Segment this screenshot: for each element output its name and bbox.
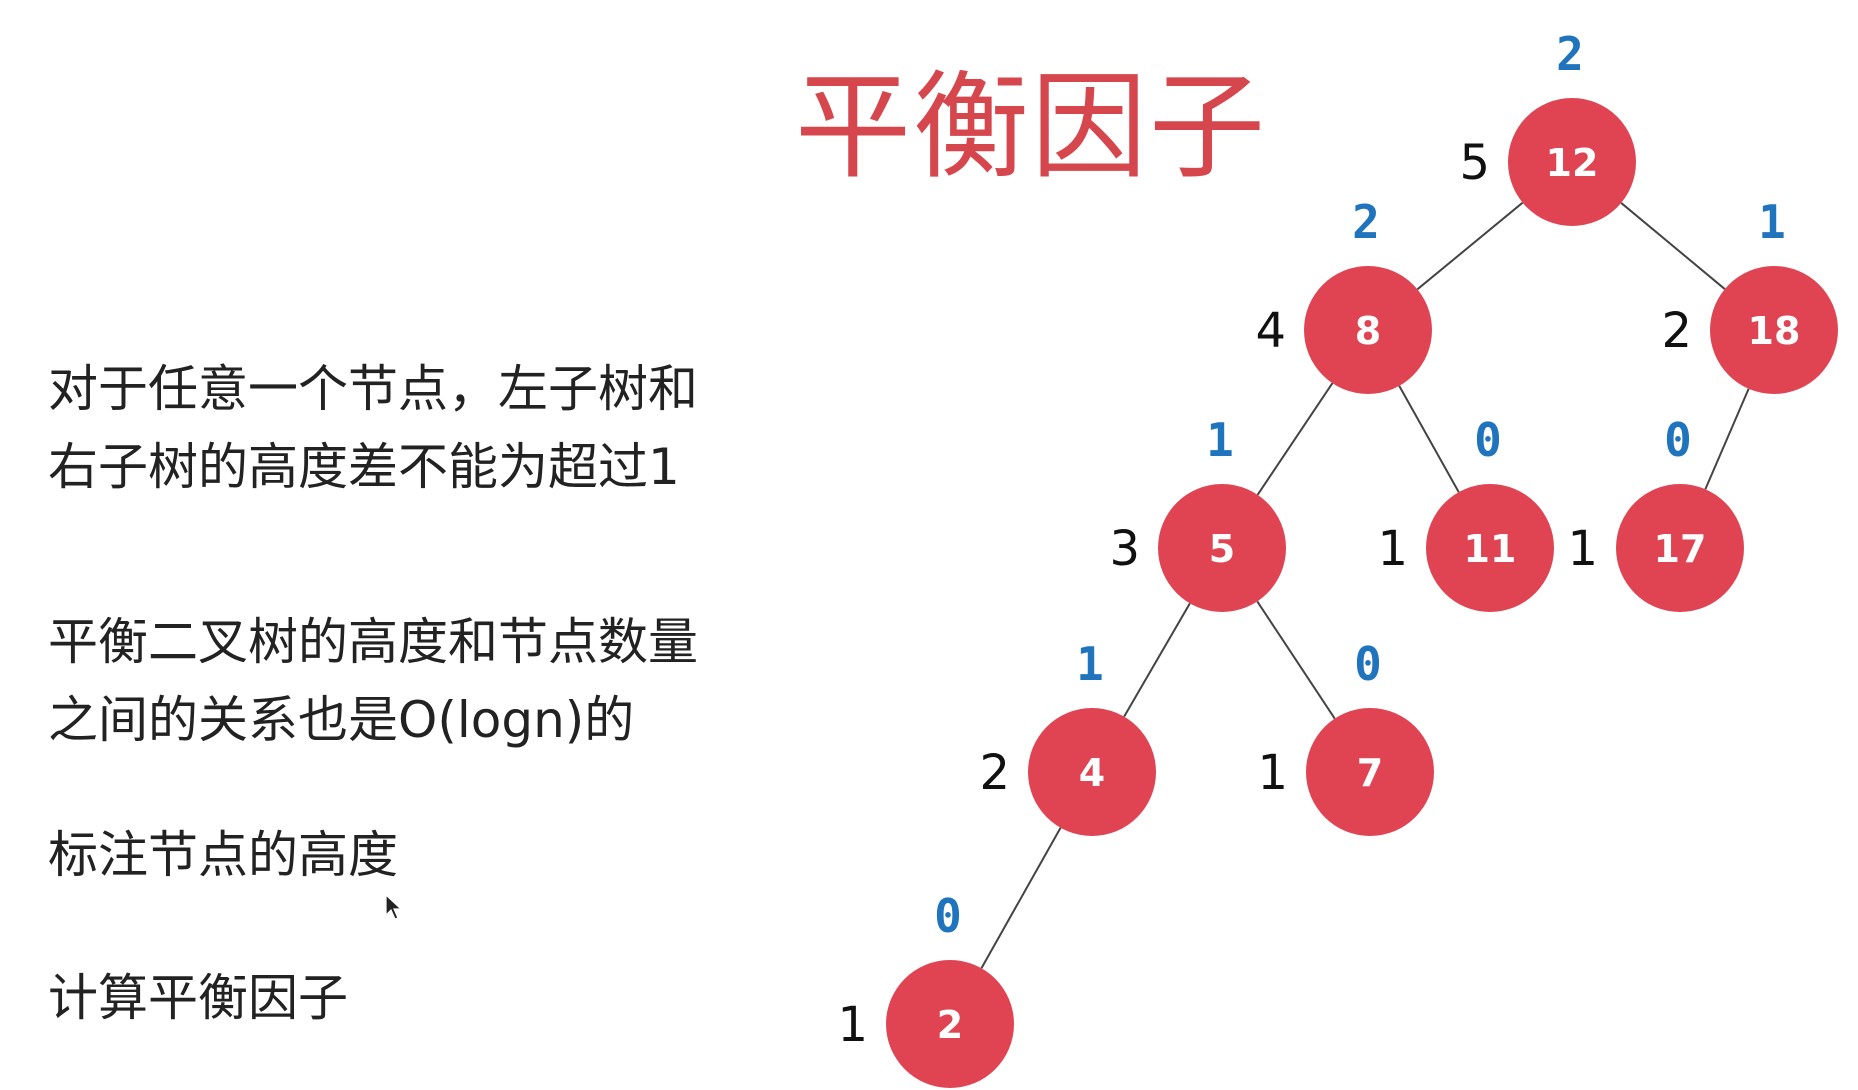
tree-edge-8-11: [1398, 385, 1460, 493]
node-height-label: 1: [1567, 521, 1598, 577]
node-balance-factor-label: 2: [1352, 195, 1380, 249]
node-circle: [1710, 266, 1838, 394]
node-circle: [1304, 266, 1432, 394]
description-line: 之间的关系也是O(logn)的: [48, 691, 635, 749]
node-height-label: 2: [979, 745, 1010, 801]
node-circle: [886, 960, 1014, 1088]
node-height-label: 5: [1459, 135, 1490, 191]
node-value-label: 5: [1209, 527, 1235, 571]
tree-edge-12-8: [1416, 201, 1524, 291]
node-height-label: 1: [837, 997, 868, 1053]
description-paragraph-4: 计算平衡因子: [48, 959, 348, 1037]
node-value-label: 7: [1357, 751, 1383, 795]
tree-edge-8-5: [1256, 382, 1334, 496]
node-value-label: 8: [1355, 309, 1381, 353]
node-height-label: 3: [1109, 521, 1140, 577]
description-paragraph-2: 平衡二叉树的高度和节点数量 之间的关系也是O(logn)的: [48, 603, 698, 759]
node-circle: [1426, 484, 1554, 612]
tree-node-12: 12 5 2: [1459, 27, 1636, 226]
node-value-label: 4: [1079, 751, 1105, 795]
tree-node-8: 8 4 2: [1255, 195, 1432, 394]
description-line: 标注节点的高度: [48, 826, 398, 884]
node-circle: [1508, 98, 1636, 226]
node-balance-factor-label: 0: [1474, 413, 1502, 467]
node-height-label: 2: [1661, 303, 1692, 359]
node-circle: [1616, 484, 1744, 612]
tree-edge-12-18: [1620, 202, 1726, 290]
node-balance-factor-label: 1: [1758, 195, 1786, 249]
node-height-label: 4: [1255, 303, 1286, 359]
node-height-label: 1: [1257, 745, 1288, 801]
description-line: 右子树的高度差不能为超过1: [48, 438, 680, 496]
node-balance-factor-label: 0: [1354, 637, 1382, 691]
tree-node-5: 5 3 1: [1109, 413, 1286, 612]
node-balance-factor-label: 1: [1206, 413, 1234, 467]
node-circle: [1306, 708, 1434, 836]
node-balance-factor-label: 0: [1664, 413, 1692, 467]
tree-edges: [980, 201, 1750, 969]
description-paragraph-3: 标注节点的高度: [48, 816, 398, 894]
tree-node-4: 4 2 1: [979, 637, 1156, 836]
node-circle: [1158, 484, 1286, 612]
node-balance-factor-label: 1: [1076, 637, 1104, 691]
tree-node-2: 2 1 0: [837, 889, 1014, 1088]
node-height-label: 1: [1377, 521, 1408, 577]
tree-node-7: 7 1 0: [1257, 637, 1434, 836]
tree-edge-5-4: [1123, 602, 1191, 718]
description-line: 平衡二叉树的高度和节点数量: [48, 613, 698, 671]
node-balance-factor-label: 2: [1556, 27, 1584, 81]
node-circle: [1028, 708, 1156, 836]
description-line: 计算平衡因子: [48, 969, 348, 1027]
node-value-label: 2: [937, 1003, 963, 1047]
node-value-label: 11: [1464, 527, 1517, 571]
tree-edge-5-7: [1256, 600, 1336, 720]
node-balance-factor-label: 0: [934, 889, 962, 943]
page-title: 平衡因子: [795, 60, 1267, 195]
node-value-label: 18: [1748, 309, 1801, 353]
tree-edge-18-17: [1704, 388, 1750, 490]
mouse-pointer-icon: [385, 893, 403, 920]
tree-edge-4-2: [980, 827, 1062, 969]
description-paragraph-1: 对于任意一个节点，左子树和 右子树的高度差不能为超过1: [48, 350, 698, 506]
node-value-label: 12: [1546, 141, 1599, 185]
description-line: 对于任意一个节点，左子树和: [48, 360, 698, 418]
node-value-label: 17: [1654, 527, 1707, 571]
